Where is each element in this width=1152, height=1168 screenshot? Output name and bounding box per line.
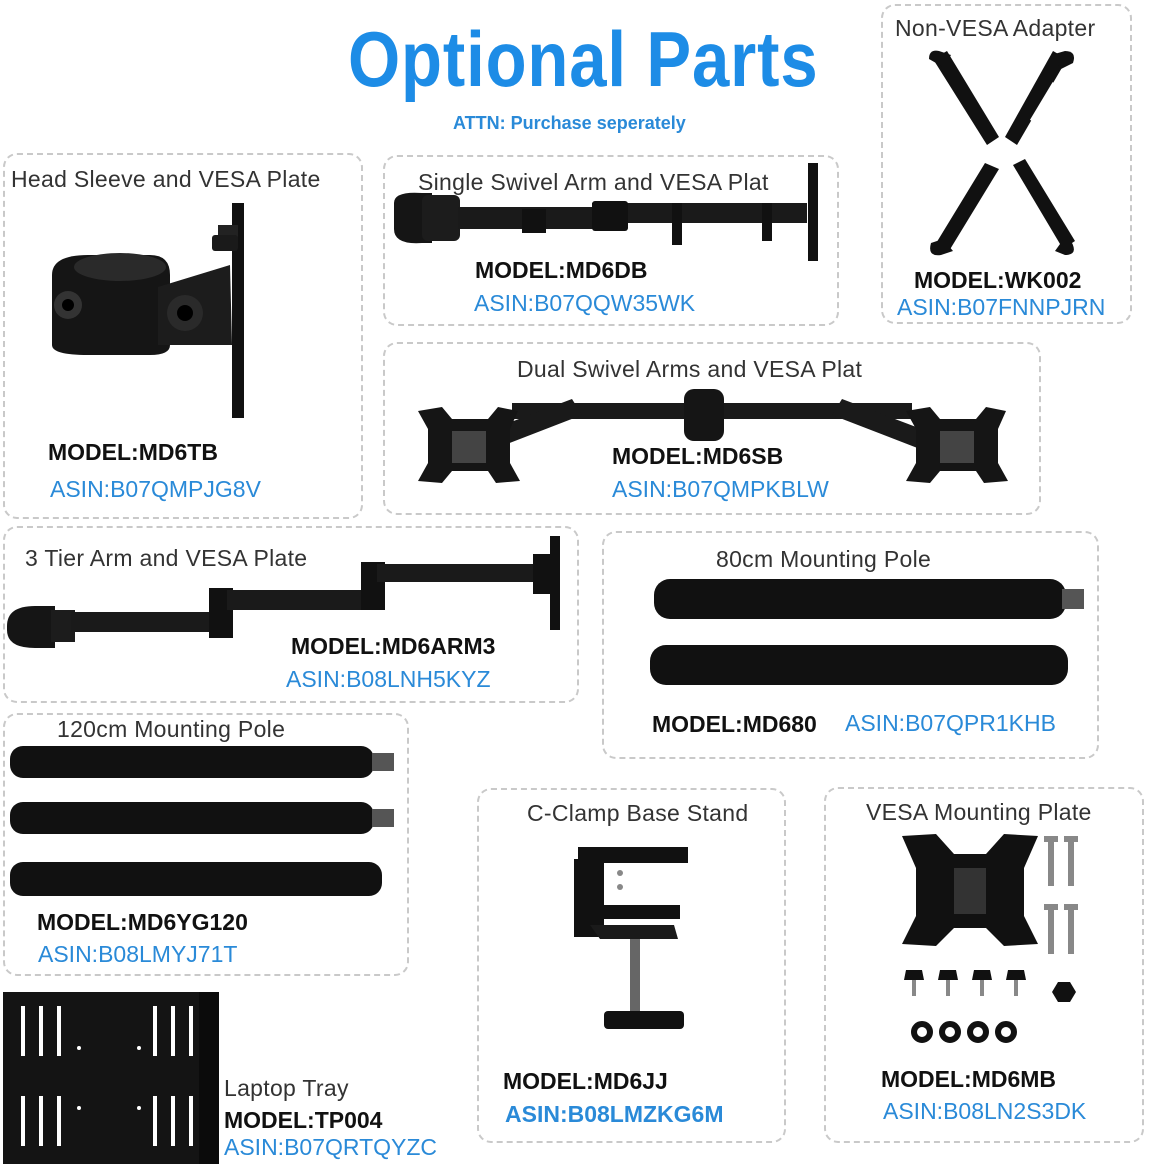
pole-120cm-illustration [10, 746, 394, 896]
part-model: MODEL:WK002 [914, 267, 1082, 293]
page-title: Optional Parts [348, 15, 819, 103]
part-model: MODEL:TP004 [224, 1107, 383, 1133]
head-sleeve-illustration [52, 203, 244, 418]
single-arm-illustration [394, 163, 818, 261]
part-model: MODEL:MD6JJ [503, 1068, 668, 1094]
part-asin: ASIN:B07QMPKBLW [612, 476, 829, 502]
part-card-80cm-pole [602, 531, 1099, 759]
part-card-single-arm [383, 155, 839, 326]
part-asin: ASIN:B08LN2S3DK [883, 1098, 1087, 1124]
part-asin: ASIN:B08LMYJ71T [38, 941, 238, 967]
part-asin: ASIN:B07FNNPJRN [897, 294, 1106, 320]
part-card-3-tier-arm [3, 526, 579, 703]
part-asin: ASIN:B07QQW35WK [474, 290, 696, 316]
part-asin: ASIN:B08LNH5KYZ [286, 666, 491, 692]
part-title: Non-VESA Adapter [895, 15, 1096, 41]
part-model: MODEL:MD6DB [475, 257, 648, 283]
part-card-120cm-pole [3, 713, 409, 976]
non-vesa-adapter-illustration [929, 50, 1075, 256]
part-title: Single Swivel Arm and VESA Plat [418, 169, 769, 195]
vesa-plate-illustration [902, 834, 1078, 1043]
c-clamp-illustration [574, 847, 688, 1029]
part-model: MODEL:MD6YG120 [37, 909, 248, 935]
part-card-vesa-plate [824, 787, 1144, 1143]
part-title: Head Sleeve and VESA Plate [11, 166, 321, 192]
laptop-tray-illustration [3, 992, 219, 1164]
part-model: MODEL:MD6ARM3 [291, 633, 496, 659]
pole-80cm-illustration [650, 579, 1084, 685]
part-card-c-clamp [477, 788, 786, 1143]
purchase-note: ATTN: Purchase seperately [453, 113, 686, 133]
part-title: VESA Mounting Plate [866, 799, 1092, 825]
part-asin: ASIN:B07QRTQYZC [224, 1134, 438, 1160]
part-title: 80cm Mounting Pole [716, 546, 932, 572]
part-card-non-vesa [881, 4, 1132, 324]
part-asin: ASIN:B07QMPJG8V [50, 476, 261, 502]
three-tier-arm-illustration [7, 536, 560, 648]
part-model: MODEL:MD6MB [881, 1066, 1057, 1092]
part-title: C-Clamp Base Stand [527, 800, 749, 826]
part-model: MODEL:MD6TB [48, 439, 218, 465]
part-title: 3 Tier Arm and VESA Plate [25, 545, 308, 571]
dual-arms-illustration [418, 389, 1008, 483]
part-model: MODEL:MD680 [652, 711, 817, 737]
part-title: Laptop Tray [224, 1075, 349, 1101]
part-model: MODEL:MD6SB [612, 443, 784, 469]
part-card-head-sleeve [3, 153, 363, 519]
part-asin: ASIN:B07QPR1KHB [845, 710, 1056, 736]
part-title: 120cm Mounting Pole [57, 716, 286, 742]
part-card-dual-arms [383, 342, 1041, 515]
part-title: Dual Swivel Arms and VESA Plat [517, 356, 863, 382]
part-asin: ASIN:B08LMZKG6M [505, 1101, 724, 1127]
